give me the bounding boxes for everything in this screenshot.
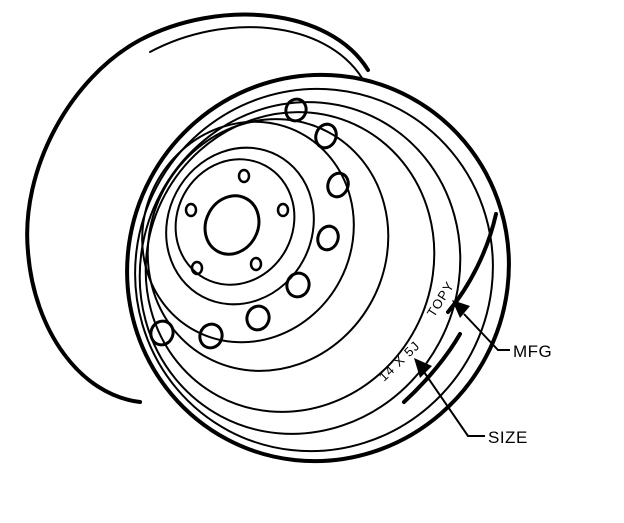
- callout-label-size: SIZE: [488, 428, 528, 447]
- wheel-disc-inner: [165, 146, 315, 306]
- wheel-hub-flange: [174, 158, 296, 286]
- rim-front-lip-inner: [134, 87, 494, 453]
- rim-barrel-ring-2: [144, 111, 436, 413]
- callout-size: SIZE: [414, 358, 528, 447]
- rim-barrel-ring-3: [146, 118, 390, 372]
- rim-barrel-ring-1: [138, 101, 462, 435]
- rim-front-lip: [125, 72, 511, 464]
- rim-back-outline: [25, 12, 370, 404]
- arrowhead-size: [414, 358, 432, 378]
- leader-line-size: [423, 371, 485, 437]
- center-bore: [203, 194, 261, 256]
- rim-edge-thick-lower: [402, 332, 462, 404]
- rim-back-inner: [149, 26, 363, 79]
- callout-label-mfg: MFG: [513, 342, 552, 361]
- arrowhead-mfg: [452, 300, 470, 318]
- callout-mfg: MFG: [452, 300, 552, 361]
- vent-holes: [149, 97, 350, 350]
- leader-line-mfg: [463, 313, 510, 351]
- wheel-disc-outer: [141, 120, 355, 344]
- lug-holes: [184, 168, 290, 276]
